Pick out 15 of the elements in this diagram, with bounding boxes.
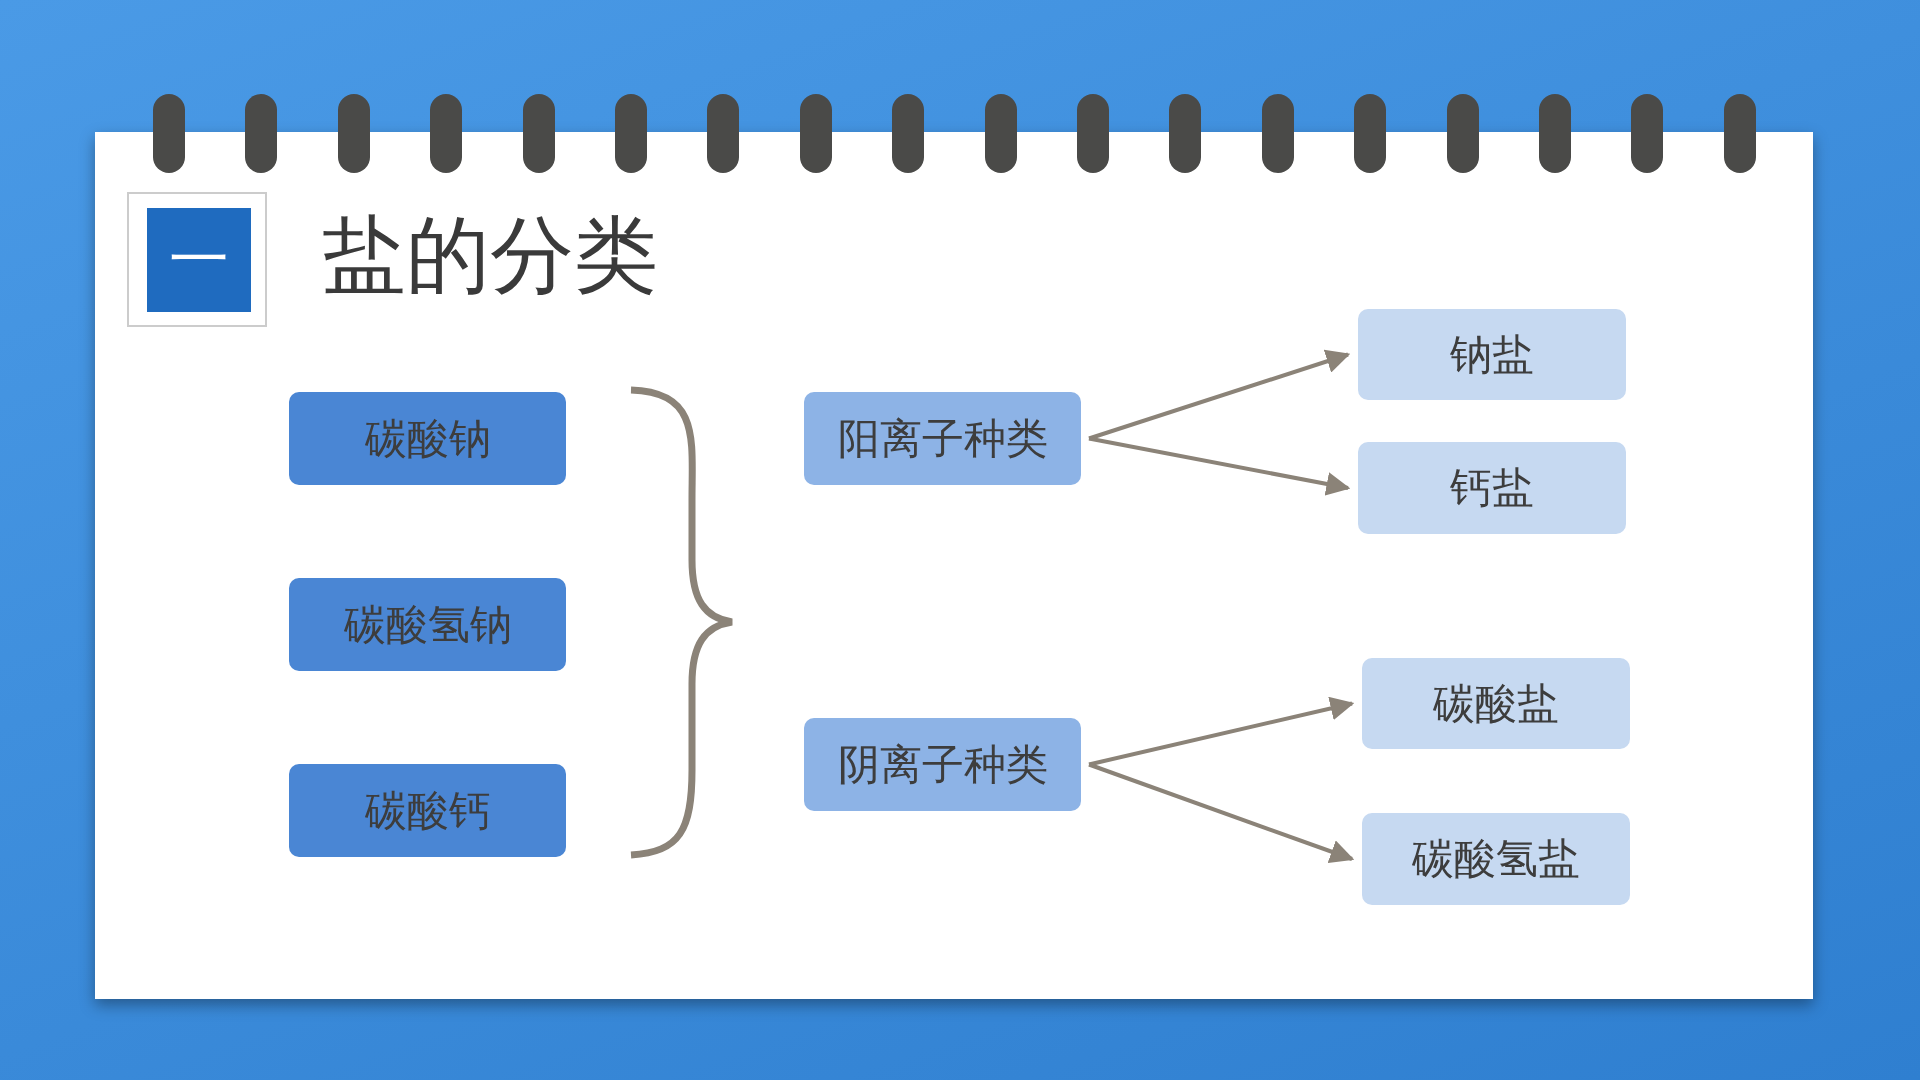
- category-box: 钠盐: [1358, 309, 1626, 400]
- section-number: 一: [147, 208, 251, 312]
- category-box: 碳酸钙: [289, 764, 566, 857]
- arrow: [1088, 762, 1355, 863]
- category-box: 阴离子种类: [804, 718, 1081, 811]
- category-box: 碳酸氢钠: [289, 578, 566, 671]
- category-box: 阳离子种类: [804, 392, 1081, 485]
- arrow: [1088, 696, 1355, 767]
- category-box: 碳酸钠: [289, 392, 566, 485]
- category-box: 碳酸盐: [1362, 658, 1630, 749]
- arrow: [1088, 349, 1351, 441]
- category-box: 钙盐: [1358, 442, 1626, 534]
- slide-title: 盐的分类: [322, 205, 658, 306]
- category-box: 碳酸氢盐: [1362, 813, 1630, 905]
- arrow: [1088, 436, 1351, 496]
